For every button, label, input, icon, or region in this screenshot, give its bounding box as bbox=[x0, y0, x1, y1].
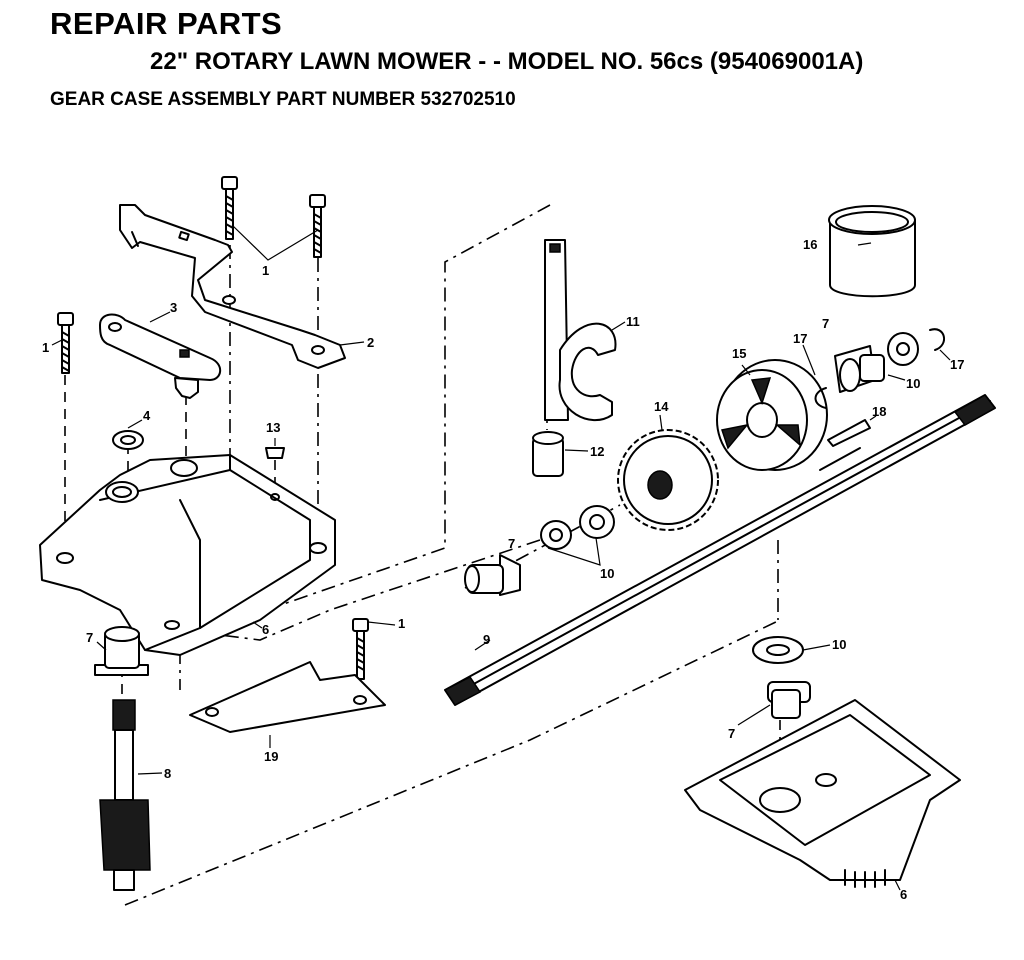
callout-1-left: 1 bbox=[42, 340, 49, 355]
shield-plate-part-19 bbox=[189, 661, 386, 733]
cover-part-16 bbox=[828, 205, 916, 298]
callout-17-left: 17 bbox=[793, 331, 807, 346]
callout-6-bottom: 6 bbox=[900, 887, 907, 902]
helical-gear-part-14 bbox=[617, 429, 719, 531]
lever-part-3 bbox=[99, 313, 222, 399]
callout-18: 18 bbox=[872, 404, 886, 419]
callout-14: 14 bbox=[654, 399, 669, 414]
callout-11: 11 bbox=[626, 314, 640, 329]
callout-7-left: 7 bbox=[86, 630, 93, 645]
callout-3: 3 bbox=[170, 300, 177, 315]
callout-7-right-top: 7 bbox=[822, 316, 829, 331]
bearing-part-7-right-lower bbox=[767, 681, 811, 719]
callout-1-top: 1 bbox=[262, 263, 269, 278]
washer-part-4 bbox=[112, 430, 144, 450]
callout-17-right: 17 bbox=[950, 357, 964, 372]
bearing-part-7-left bbox=[94, 626, 149, 676]
washer-part-10-b bbox=[579, 505, 615, 539]
collar-part-12 bbox=[532, 431, 564, 477]
bracket-plate-part-2 bbox=[119, 204, 346, 369]
callout-labels: 1 1 1 2 3 4 6 6 7 7 7 7 8 9 10 10 10 11 … bbox=[42, 237, 964, 902]
assembly-part-number: GEAR CASE ASSEMBLY PART NUMBER 532702510 bbox=[50, 89, 516, 110]
bolt-part-1-top-a bbox=[221, 176, 238, 240]
bolt-part-1-lower bbox=[352, 618, 369, 680]
gear-case-bottom-part-6 bbox=[684, 699, 961, 888]
callout-13: 13 bbox=[266, 420, 280, 435]
clutch-pulley-part-15 bbox=[716, 359, 828, 471]
key-part-18 bbox=[827, 419, 871, 447]
callout-6-top: 6 bbox=[262, 622, 269, 637]
washer-part-10-a bbox=[540, 520, 572, 550]
worm-shaft-part-8 bbox=[99, 699, 151, 891]
callout-8: 8 bbox=[164, 766, 171, 781]
gear-case-top-part-6 bbox=[39, 454, 336, 656]
callout-2: 2 bbox=[367, 335, 374, 350]
callout-10-c: 10 bbox=[832, 637, 846, 652]
retaining-ring-part-17-b bbox=[929, 328, 945, 351]
callout-10-b: 10 bbox=[906, 376, 920, 391]
callout-16: 16 bbox=[803, 237, 817, 252]
callout-4: 4 bbox=[143, 408, 151, 423]
retaining-ring-part-17-a bbox=[814, 387, 827, 409]
callout-12: 12 bbox=[590, 444, 604, 459]
bearing-part-7-center bbox=[464, 554, 521, 596]
callout-9: 9 bbox=[483, 632, 490, 647]
callout-1-lower: 1 bbox=[398, 616, 405, 631]
callout-19: 19 bbox=[264, 749, 278, 764]
page-title: REPAIR PARTS bbox=[50, 6, 283, 41]
callout-10-a: 10 bbox=[600, 566, 614, 581]
plug-part-13 bbox=[265, 447, 285, 459]
bearing-part-7-right-top bbox=[834, 345, 885, 393]
callout-7-center: 7 bbox=[508, 536, 515, 551]
callout-7-right-lower: 7 bbox=[728, 726, 735, 741]
bolt-part-1-top-b bbox=[309, 194, 326, 258]
shift-fork-part-11 bbox=[544, 239, 617, 421]
washer-part-10-d bbox=[752, 636, 804, 664]
model-subtitle: 22" ROTARY LAWN MOWER - - MODEL NO. 56cs… bbox=[150, 48, 864, 75]
callout-15: 15 bbox=[732, 346, 746, 361]
bolt-part-1-left bbox=[57, 312, 74, 374]
washer-part-10-c bbox=[887, 332, 919, 366]
callout-leaders bbox=[51, 224, 951, 891]
main-shaft-part-9 bbox=[443, 394, 997, 706]
